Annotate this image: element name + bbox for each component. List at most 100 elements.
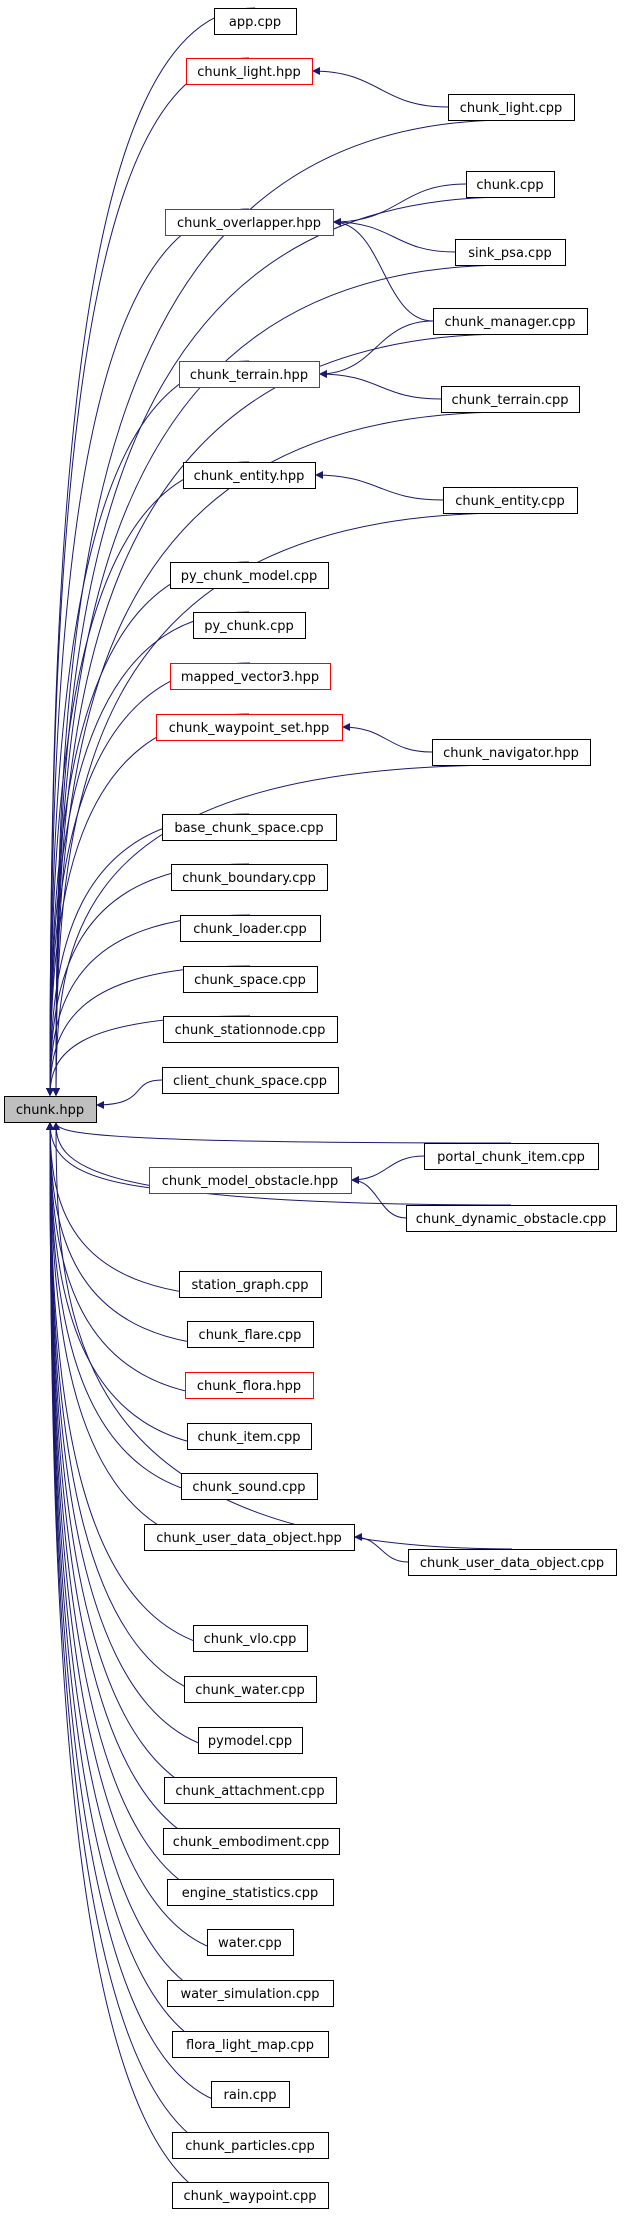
node-label: chunk_overlapper.hpp <box>177 216 321 231</box>
node-chunk-user-data-object-hpp[interactable]: chunk_user_data_object.hpp <box>144 1524 355 1551</box>
node-box <box>443 487 578 514</box>
node-chunk-entity-hpp[interactable]: chunk_entity.hpp <box>183 462 316 489</box>
node-label: app.cpp <box>229 15 281 30</box>
node-label: chunk_navigator.hpp <box>443 746 579 761</box>
edge-chunk_manager_cpp-to-chunk_terrain_hpp <box>318 320 434 378</box>
edges-layer <box>46 7 513 2209</box>
nodes-layer: chunk.hpp app.cpp chunk_light.hpp chunk_lig… <box>4 8 617 2209</box>
edge-base_chunk_space_cpp-to-chunk_hpp <box>46 813 250 1097</box>
node-chunk-attachment-cpp[interactable]: chunk_attachment.cpp <box>164 1777 337 1804</box>
node-label: engine_statistics.cpp <box>182 1886 319 1901</box>
node-chunk-cpp[interactable]: chunk.cpp <box>466 171 555 198</box>
node-chunk-space-cpp[interactable]: chunk_space.cpp <box>183 966 318 993</box>
node-label: chunk_entity.cpp <box>455 494 565 509</box>
node-label: water_simulation.cpp <box>180 1987 319 2002</box>
node-rain-cpp[interactable]: rain.cpp <box>211 2081 290 2108</box>
node-label: chunk_manager.cpp <box>445 315 576 330</box>
node-chunk-vlo-cpp[interactable]: chunk_vlo.cpp <box>193 1625 308 1652</box>
node-pymodel-cpp[interactable]: pymodel.cpp <box>198 1727 303 1754</box>
node-station-graph-cpp[interactable]: station_graph.cpp <box>179 1271 322 1298</box>
node-chunk-water-cpp[interactable]: chunk_water.cpp <box>184 1676 317 1703</box>
node-mapped-vector3-hpp[interactable]: mapped_vector3.hpp <box>170 663 331 690</box>
edge-portal_chunk_item_cpp-to-chunk_model_obstacle_hpp <box>350 1155 425 1184</box>
node-box <box>172 2132 329 2159</box>
node-chunk-flare-cpp[interactable]: chunk_flare.cpp <box>187 1321 314 1348</box>
node-label: pymodel.cpp <box>208 1734 292 1749</box>
node-chunk-flora-hpp[interactable]: chunk_flora.hpp <box>185 1372 314 1399</box>
node-sink-psa-cpp[interactable]: sink_psa.cpp <box>455 239 566 266</box>
edge-chunk_terrain_cpp-to-chunk_terrain_hpp <box>318 370 442 400</box>
node-chunk-hpp[interactable]: chunk.hpp <box>4 1096 97 1123</box>
node-water-cpp[interactable]: water.cpp <box>207 1929 294 1956</box>
node-label: py_chunk.cpp <box>204 619 294 634</box>
node-chunk-embodiment-cpp[interactable]: chunk_embodiment.cpp <box>163 1828 340 1855</box>
node-box <box>406 1205 617 1232</box>
node-chunk-user-data-object-cpp[interactable]: chunk_user_data_object.cpp <box>408 1549 617 1576</box>
node-label: chunk_space.cpp <box>194 973 306 988</box>
edge-chunk_dynamic_obstacle_cpp-to-chunk_hpp <box>52 1121 512 1206</box>
node-chunk-item-cpp[interactable]: chunk_item.cpp <box>187 1423 312 1450</box>
node-flora-light-map-cpp[interactable]: flora_light_map.cpp <box>172 2031 329 2058</box>
node-portal-chunk-item-cpp[interactable]: portal_chunk_item.cpp <box>424 1143 599 1170</box>
node-label: chunk_user_data_object.hpp <box>156 1531 341 1546</box>
node-chunk-waypoint-cpp[interactable]: chunk_waypoint.cpp <box>172 2182 329 2209</box>
node-chunk-manager-cpp[interactable]: chunk_manager.cpp <box>433 308 588 335</box>
node-chunk-particles-cpp[interactable]: chunk_particles.cpp <box>172 2132 329 2159</box>
node-label: chunk_flare.cpp <box>199 1328 302 1343</box>
node-engine-statistics-cpp[interactable]: engine_statistics.cpp <box>167 1879 334 1906</box>
node-chunk-light-hpp[interactable]: chunk_light.hpp <box>186 58 313 85</box>
node-label: chunk.cpp <box>476 178 543 193</box>
node-box <box>433 308 588 335</box>
node-chunk-stationnode-cpp[interactable]: chunk_stationnode.cpp <box>163 1016 338 1043</box>
node-chunk-model-obstacle-hpp[interactable]: chunk_model_obstacle.hpp <box>149 1167 352 1194</box>
node-label: chunk_particles.cpp <box>185 2139 314 2154</box>
edge-sink_psa_cpp-to-chunk_overlapper_hpp <box>332 218 456 253</box>
node-box <box>171 864 328 891</box>
edge-chunk_terrain_cpp-to-chunk_hpp <box>52 411 511 1097</box>
node-label: chunk_attachment.cpp <box>175 1784 324 1799</box>
edge-station_graph_cpp-to-chunk_hpp <box>46 1121 251 1298</box>
edge-water_simulation_cpp-to-chunk_hpp <box>46 1121 251 2007</box>
node-box <box>185 1372 314 1399</box>
edge-chunk_navigator_hpp-to-chunk_waypoint_set_hpp <box>341 723 433 753</box>
node-box <box>179 361 320 388</box>
node-label: chunk_light.cpp <box>460 101 563 116</box>
node-box <box>448 94 575 121</box>
edge-chunk_cpp-to-chunk_overlapper_hpp <box>332 183 467 226</box>
node-chunk-overlapper-hpp[interactable]: chunk_overlapper.hpp <box>165 209 334 236</box>
node-box <box>181 1473 318 1500</box>
node-label: chunk_water.cpp <box>195 1683 305 1698</box>
node-label: chunk_waypoint_set.hpp <box>169 721 330 736</box>
node-label: flora_light_map.cpp <box>186 2038 314 2053</box>
node-chunk-navigator-hpp[interactable]: chunk_navigator.hpp <box>432 739 591 766</box>
edge-chunk_navigator_hpp-to-chunk_hpp <box>52 764 512 1097</box>
node-chunk-waypoint-set-hpp[interactable]: chunk_waypoint_set.hpp <box>156 714 343 741</box>
node-box <box>170 663 331 690</box>
node-label: client_chunk_space.cpp <box>173 1074 327 1089</box>
node-chunk-sound-cpp[interactable]: chunk_sound.cpp <box>181 1473 318 1500</box>
node-app-cpp[interactable]: app.cpp <box>214 8 297 35</box>
node-label: chunk_dynamic_obstacle.cpp <box>416 1212 607 1227</box>
node-chunk-terrain-hpp[interactable]: chunk_terrain.hpp <box>179 361 320 388</box>
edge-chunk_entity_hpp-to-chunk_hpp <box>46 461 250 1097</box>
node-chunk-loader-cpp[interactable]: chunk_loader.cpp <box>180 915 321 942</box>
node-label: chunk_light.hpp <box>197 65 301 80</box>
node-box <box>163 1828 340 1855</box>
node-py-chunk-model-cpp[interactable]: py_chunk_model.cpp <box>170 562 329 589</box>
node-chunk-terrain-cpp[interactable]: chunk_terrain.cpp <box>441 386 580 413</box>
node-chunk-dynamic-obstacle-cpp[interactable]: chunk_dynamic_obstacle.cpp <box>406 1205 617 1232</box>
node-client-chunk-space-cpp[interactable]: client_chunk_space.cpp <box>162 1067 339 1094</box>
node-base-chunk-space-cpp[interactable]: base_chunk_space.cpp <box>162 814 337 841</box>
edge-chunk_cpp-to-chunk_hpp <box>52 196 511 1097</box>
node-chunk-boundary-cpp[interactable]: chunk_boundary.cpp <box>171 864 328 891</box>
node-label: py_chunk_model.cpp <box>181 569 318 584</box>
node-chunk-entity-cpp[interactable]: chunk_entity.cpp <box>443 487 578 514</box>
node-chunk-light-cpp[interactable]: chunk_light.cpp <box>448 94 575 121</box>
node-label: chunk_terrain.hpp <box>190 368 308 383</box>
node-box <box>183 462 316 489</box>
node-box <box>162 814 337 841</box>
node-water-simulation-cpp[interactable]: water_simulation.cpp <box>167 1980 334 2007</box>
node-py-chunk-cpp[interactable]: py_chunk.cpp <box>193 612 306 639</box>
node-label: mapped_vector3.hpp <box>181 670 319 685</box>
